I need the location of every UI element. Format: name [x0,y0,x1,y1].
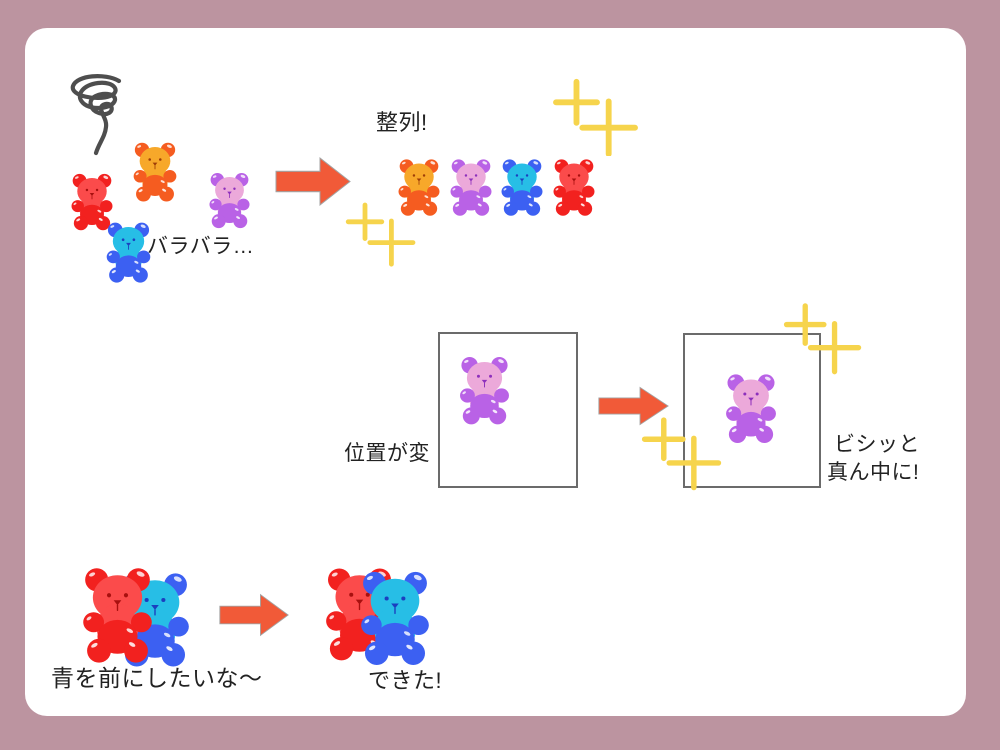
caption-off-position: 位置が変 [344,442,430,465]
frame-box-before [438,332,578,488]
gummy-bear-blue-front [357,567,433,668]
caption-done: できた! [368,668,443,693]
caption-centered: ビシッと 真ん中に! [827,431,920,486]
caption-aligned: 整列! [376,110,428,135]
caption-centered-line1: ビシッと [834,433,920,456]
caption-want-blue-front: 青を前にしたいな〜 [51,665,263,691]
caption-scattered: バラバラ… [147,235,255,258]
gummy-bear-red-front [79,564,156,665]
caption-centered-line2: 真ん中に! [827,460,920,484]
arrow-right-icon [218,592,290,638]
